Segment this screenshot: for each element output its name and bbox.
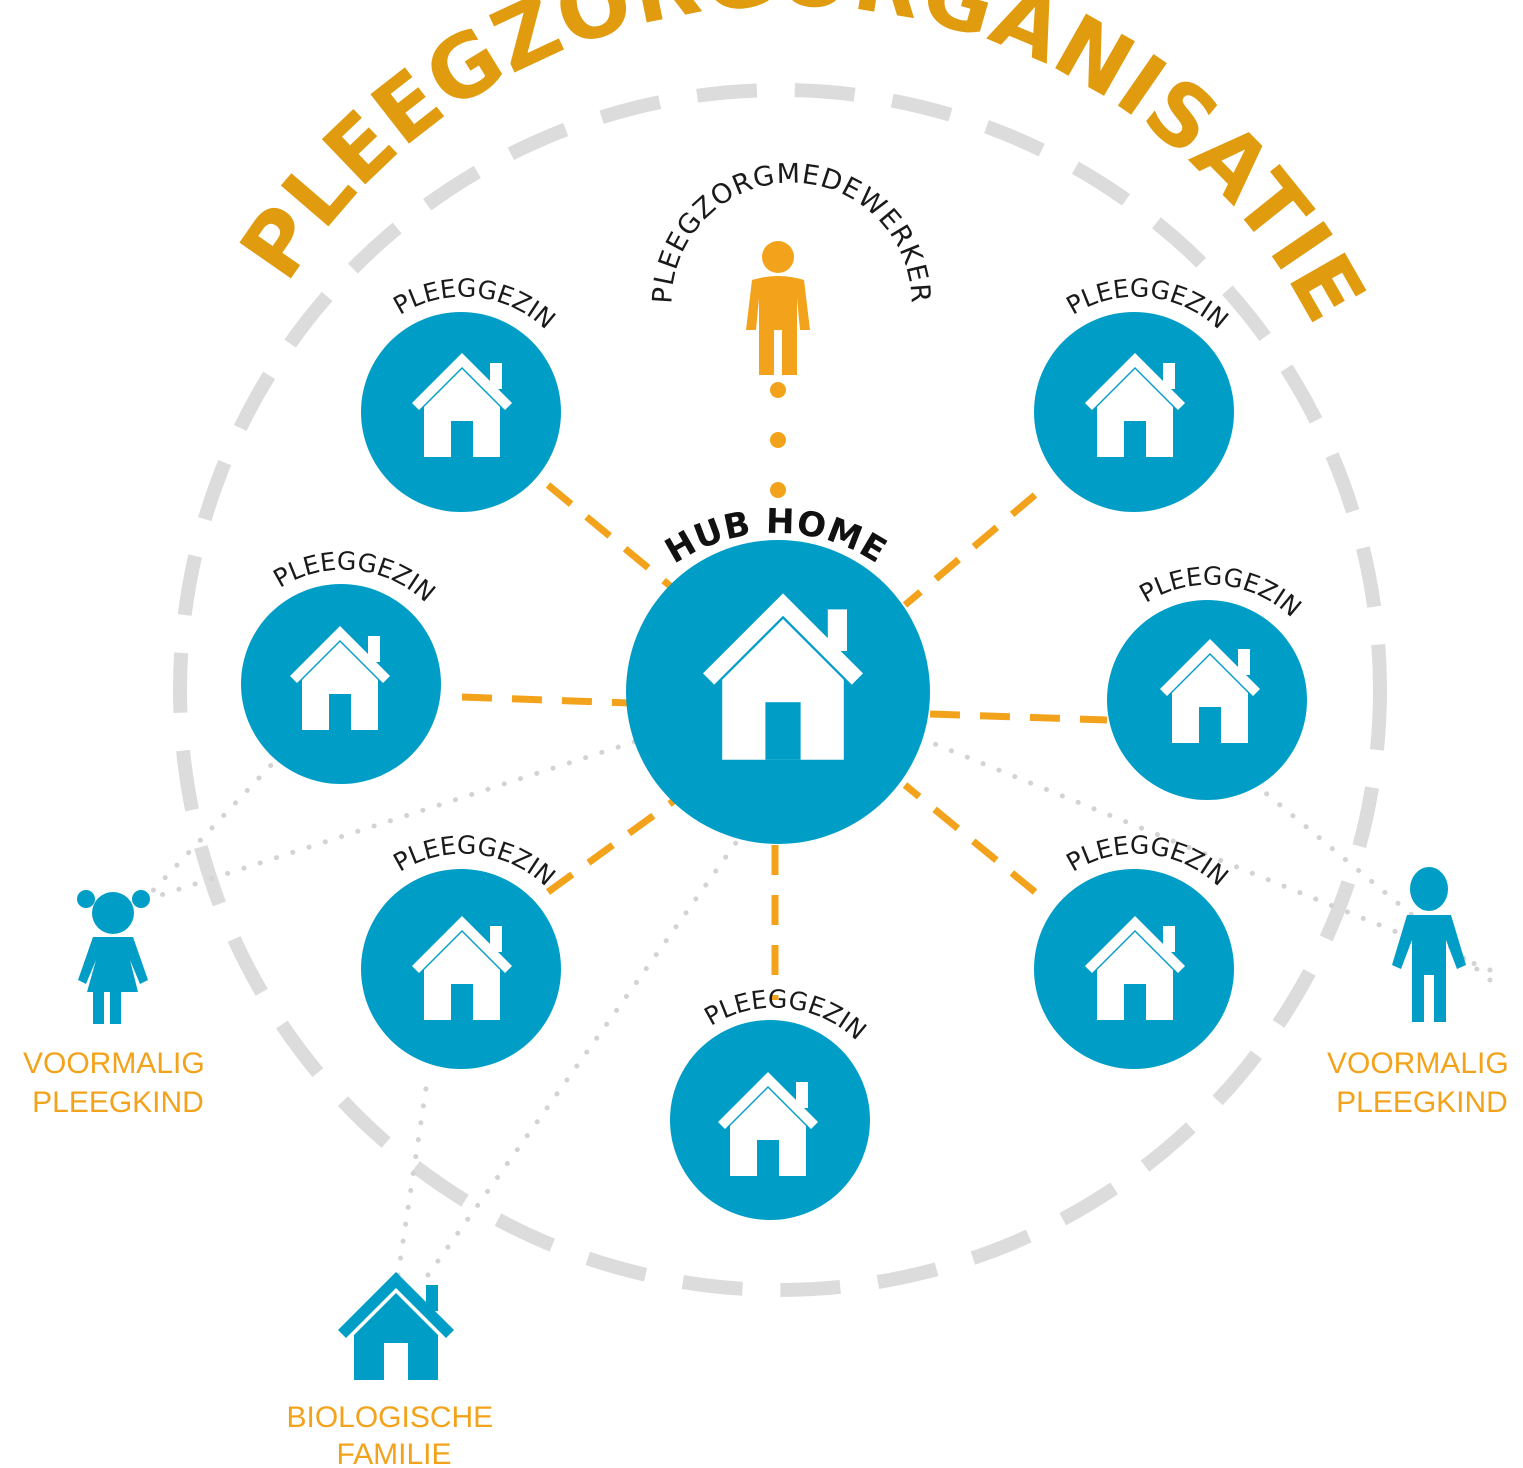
person-icon (746, 241, 810, 375)
hub-home (626, 540, 930, 844)
foster-family-middle-left: PLEEGGEZIN (241, 546, 441, 784)
biological-family-line1: BIOLOGISCHE (286, 1401, 493, 1434)
foster-family-top-left: PLEEGGEZIN (361, 273, 561, 512)
hub-connections (461, 482, 1108, 1000)
organization-boundary (173, 83, 1387, 1297)
foster-family-bottom-right: PLEEGGEZIN (1034, 830, 1234, 1069)
foster-family-top-right: PLEEGGEZIN (1034, 273, 1234, 512)
svg-text:VOORMALIG PLEEGKIND: VOORMALIG PLEEGKIND (23, 1047, 213, 1119)
former-foster-child-left-line2: PLEEGKIND (32, 1086, 204, 1119)
staff-connection (770, 382, 786, 498)
foster-family-middle-right: PLEEGGEZIN (1107, 561, 1307, 800)
foster-family-bottom-left: PLEEGGEZIN (361, 830, 561, 1069)
former-foster-child-right-line1: VOORMALIG (1327, 1047, 1509, 1080)
boy-icon (1392, 867, 1466, 1022)
svg-text:VOORMALIG PLEEGKIND: VOORMALIG PLEEGKIND (1327, 1047, 1517, 1119)
former-foster-child-left-line1: VOORMALIG (23, 1047, 205, 1080)
svg-text:BIOLOGISCHE FAMILIE: BIOLOGISCHE FAMILIE (286, 1401, 501, 1468)
former-foster-child-right-line2: PLEEGKIND (1336, 1086, 1508, 1119)
biological-family-house-icon (338, 1272, 454, 1380)
biological-family-line2: FAMILIE (336, 1438, 451, 1468)
foster-family-bottom: PLEEGGEZIN (670, 984, 872, 1220)
girl-icon (77, 890, 150, 1024)
